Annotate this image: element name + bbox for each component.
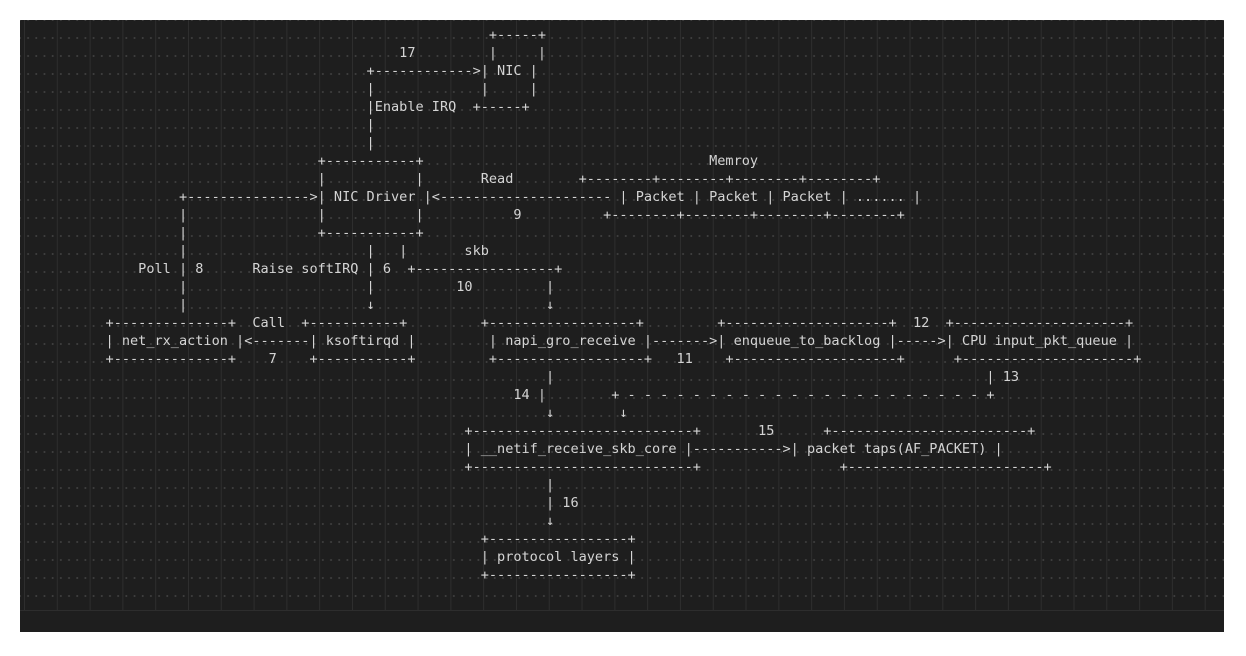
diagram-line-29: +-----------------+ (24, 531, 636, 547)
diagram-line-4: | | | (24, 81, 538, 97)
diagram-line-10: +--------------->| NIC Driver |<--------… (24, 189, 922, 205)
diagram-line-11: | | | 9 +--------+--------+--------+----… (24, 207, 905, 223)
diagram-line-31: +-----------------+ (24, 567, 636, 583)
diagram-line-17: +--------------+ Call +-----------+ +---… (24, 315, 1134, 331)
diagram-line-15: | | 10 | (24, 279, 555, 295)
diagram-line-30: | protocol layers | (24, 549, 636, 565)
code-area[interactable]: +-----+ 17 | | +------------>| NIC | | |… (20, 20, 1224, 610)
code-editor: +-----+ 17 | | +------------>| NIC | | |… (20, 20, 1224, 632)
diagram-line-2: 17 | | (24, 45, 546, 61)
bottom-panel (20, 610, 1224, 632)
diagram-line-22: ↓ ↓ (24, 405, 628, 421)
diagram-line-20: | | 13 (24, 369, 1020, 385)
ascii-diagram: +-----+ 17 | | +------------>| NIC | | |… (24, 26, 1222, 584)
diagram-line-26: | (24, 477, 555, 493)
diagram-line-16: | ↓ ↓ (24, 297, 555, 313)
diagram-line-1: +-----+ (24, 27, 546, 43)
diagram-line-3: +------------>| NIC | (24, 63, 538, 79)
diagram-line-21: 14 | + - - - - - - - - - - - - - - - - -… (24, 387, 995, 403)
diagram-line-5: |Enable IRQ +-----+ (24, 99, 530, 115)
diagram-line-18: | net_rx_action |<-------| ksoftirqd | |… (24, 333, 1134, 349)
diagram-line-25: +---------------------------+ +---------… (24, 459, 1052, 475)
diagram-line-27: | 16 (24, 495, 579, 511)
diagram-line-6: | (24, 117, 375, 133)
diagram-line-24: | __netif_receive_skb_core |----------->… (24, 441, 1003, 457)
diagram-line-8: +-----------+ Memroy (24, 153, 759, 169)
diagram-line-13: | | | skb (24, 243, 489, 259)
diagram-line-28: ↓ (24, 513, 555, 529)
diagram-line-12: | +-----------+ (24, 225, 424, 241)
diagram-line-23: +---------------------------+ 15 +------… (24, 423, 1036, 439)
diagram-line-9: | | Read +--------+--------+--------+---… (24, 171, 881, 187)
diagram-line-19: +--------------+ 7 +-----------+ +------… (24, 351, 1142, 367)
diagram-line-14: Poll | 8 Raise softIRQ | 6 +------------… (24, 261, 563, 277)
diagram-line-7: | (24, 135, 375, 151)
